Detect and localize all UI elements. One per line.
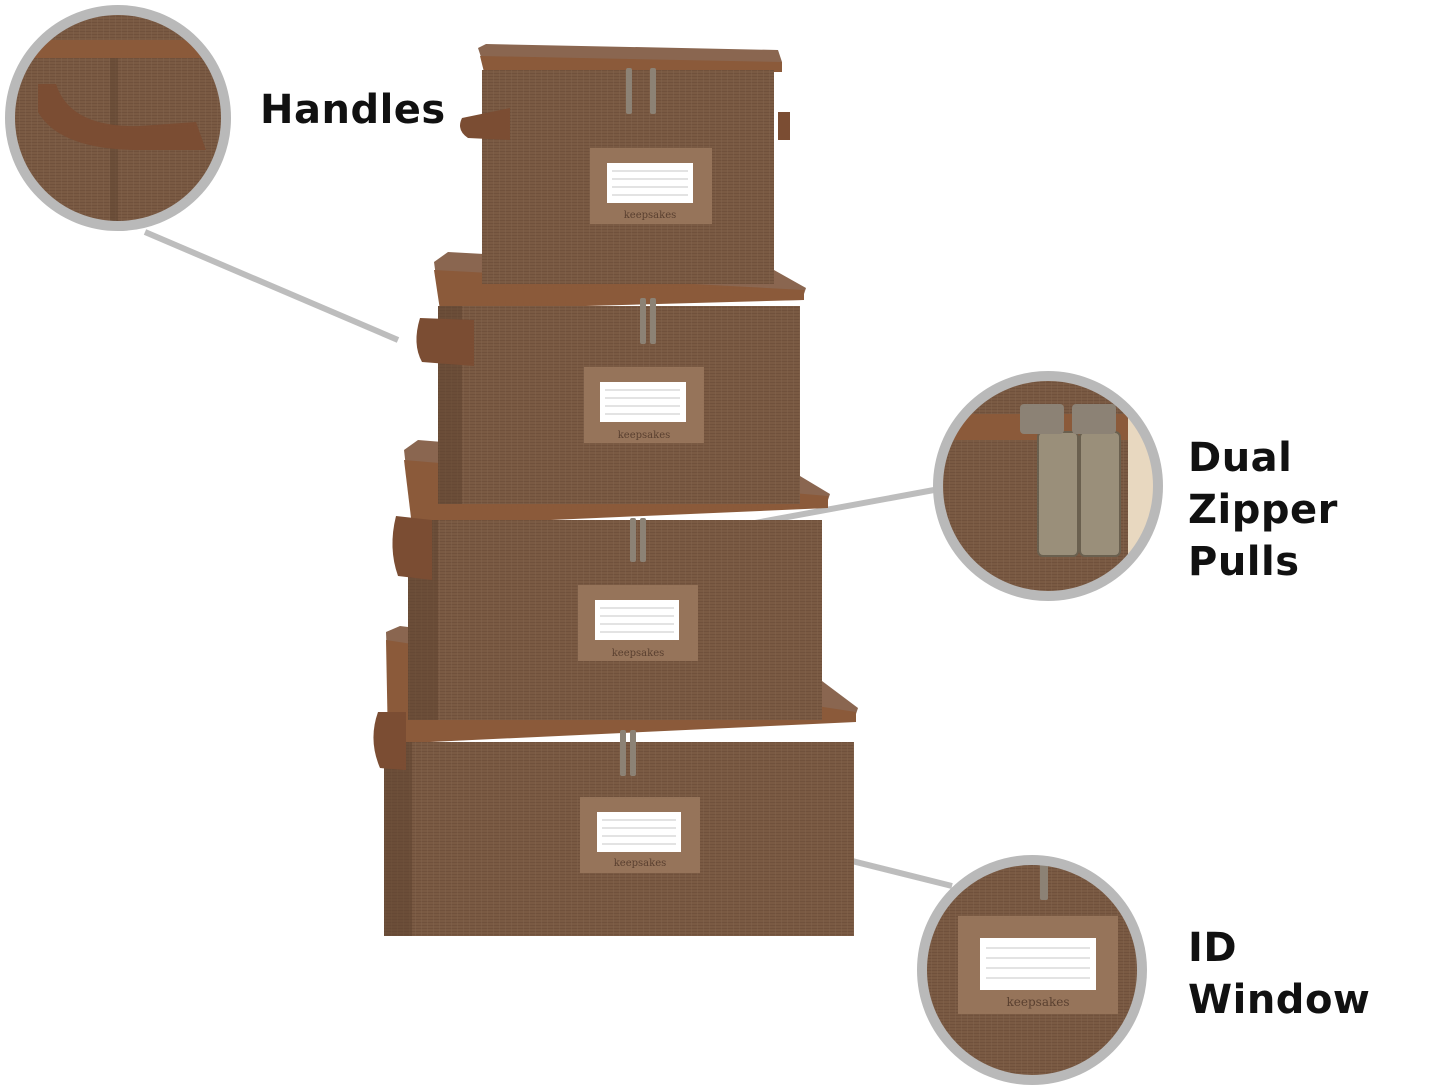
storage-box-small <box>460 44 790 284</box>
id-window-label-line-1: ID <box>1188 925 1238 971</box>
storage-box-medium <box>416 252 806 504</box>
handles-connector-line <box>143 229 400 343</box>
id-window-closeup-icon <box>917 855 1147 1085</box>
handle-closeup-icon <box>5 5 231 231</box>
id-window-label-line-2: Window <box>1188 977 1371 1023</box>
brand-mark-box-medium: keepsakes <box>618 430 671 441</box>
brand-mark-box-large: keepsakes <box>614 858 667 869</box>
callout-label-dual-zipper-pulls: Dual Zipper Pulls <box>1188 432 1445 588</box>
handles-label: Handles <box>260 87 446 133</box>
callout-label-handles: Handles <box>260 84 446 136</box>
brand-mark-closeup: keepsakes <box>1007 995 1070 1009</box>
dual-zipper-label-line-1: Dual Zipper <box>1188 435 1338 533</box>
brand-mark-box-medium-large: keepsakes <box>612 648 665 659</box>
dual-zipper-label-line-2: Pulls <box>1188 539 1300 585</box>
brand-mark-box-small: keepsakes <box>624 210 677 221</box>
zipper-closeup-icon <box>933 371 1163 601</box>
callout-label-id-window: ID Window <box>1188 922 1370 1026</box>
